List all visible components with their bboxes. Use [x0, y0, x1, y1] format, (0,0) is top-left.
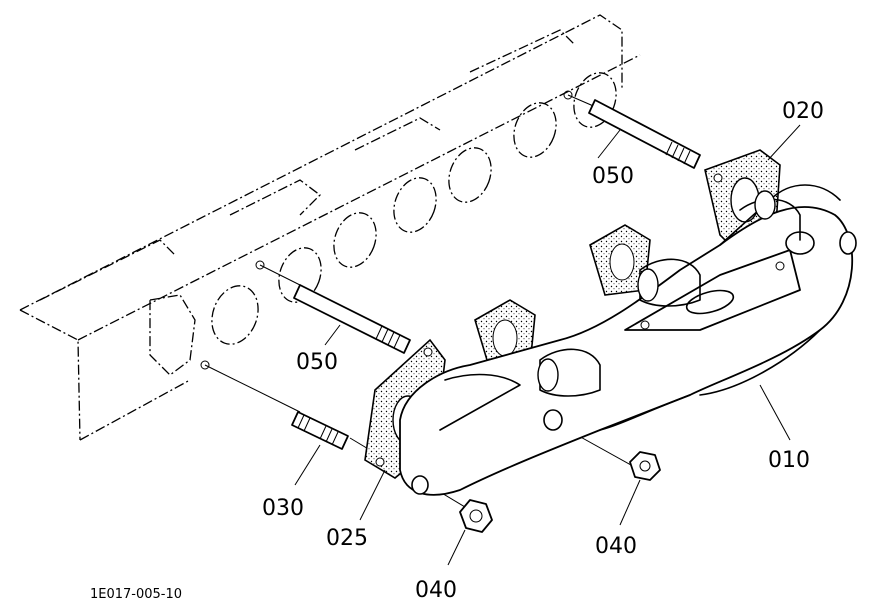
callout-gasket-front: 020 — [782, 99, 824, 124]
exhaust-manifold-010 — [399, 184, 857, 496]
callout-nut-rear: 040 — [415, 578, 457, 603]
callout-nut-front: 040 — [595, 534, 637, 559]
callout-stud-upper: 050 — [592, 164, 634, 189]
nut-rear-040 — [459, 499, 493, 533]
gasket-middle-a — [589, 224, 651, 296]
callout-stud-short: 030 — [262, 496, 304, 521]
stud-short-030 — [291, 411, 349, 450]
callout-gasket-rear: 025 — [326, 526, 368, 551]
callout-manifold: 010 — [768, 448, 810, 473]
stud-upper-050 — [588, 99, 701, 169]
callout-stud-lower: 050 — [296, 350, 338, 375]
figure-code: 1E017-005-10 — [90, 587, 182, 602]
stud-lower-050 — [293, 284, 411, 354]
leader-lines — [294, 124, 801, 566]
cylinder-head-phantom — [19, 14, 641, 441]
nut-front-040 — [629, 451, 661, 481]
